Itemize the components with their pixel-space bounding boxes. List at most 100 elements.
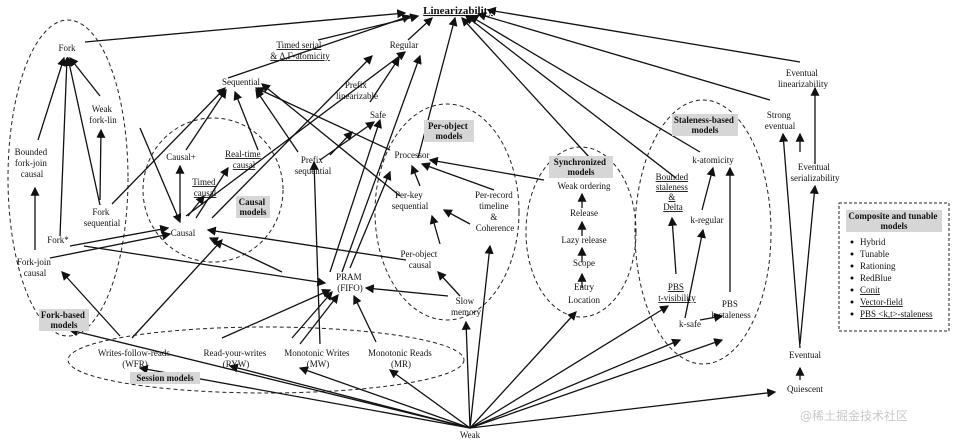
group-per-object-label: Per-object models [428,121,470,141]
node-pbs-k-staleness-line2: k-staleness [711,310,751,320]
node-wfr-line2: (WFR) [122,359,148,369]
causal-group-outline [142,117,284,263]
node-eventual-linearizability: Eventual linearizability [778,68,828,89]
group-fork-based-line2: models [51,320,78,330]
node-mr-line1: Monotonic Reads [368,348,432,358]
node-fork: Fork [58,43,76,53]
node-weak-fork-lin-line1: Weak [92,104,113,114]
legend-item: RedBlue [860,273,892,283]
session-group-outline [67,326,465,394]
group-staleness-label: Staleness-based models [674,115,736,135]
node-per-record-timeline: Per-record timeline & Coherence [475,190,515,233]
node-mr: Monotonic Reads (MR) [368,348,434,369]
node-pram-line2: (FIFO) [337,283,363,293]
node-timed-causal-line2: causal [194,188,217,198]
node-per-record-line2: timeline [479,201,509,211]
node-per-object-causal: Per-object causal [400,249,439,270]
node-bounded-fork-join: Bounded fork-join causal [15,147,50,179]
per-object-group-outline [374,103,520,321]
node-mw-line2: (MW) [307,359,330,369]
group-causal-line1: Causal [239,197,266,207]
node-fork-join-causal: Fork-join causal [17,257,53,278]
node-location: Location [568,295,600,305]
node-pbs-t-visibility-line1: PBS [668,282,684,292]
legend-title-bg [846,210,942,232]
node-safe: Safe [370,110,386,120]
group-staleness-line1: Staleness-based [674,115,734,125]
node-sequential: Sequential [222,77,260,87]
node-entry: Entry [574,282,594,292]
session-label-bg [130,372,200,384]
node-pram-line1: PRAM [336,272,362,282]
legend-bullet [850,312,854,316]
node-pram: PRAM (FIFO) [336,272,364,293]
node-per-object-causal-line2: causal [409,260,432,270]
node-bounded-staleness-line2: staleness [656,182,688,192]
node-fork-star: Fork* [47,235,69,245]
node-release: Release [570,208,598,218]
causal-label-bg [236,196,270,218]
node-eventual-lin-line1: Eventual [786,68,818,78]
legend-item: Conit [860,285,881,295]
group-staleness-line2: models [692,125,719,135]
node-real-time-causal-line2: causal [233,160,256,170]
node-ryw: Read-your-writes (RYW) [203,348,268,369]
node-causal-plus: Causal+ [166,152,196,162]
legend-bullet [850,288,854,292]
group-session-label: Session models [136,373,194,383]
group-synchronized-line2: models [568,167,595,177]
staleness-label-bg [672,114,738,136]
node-per-object-causal-line1: Per-object [400,249,437,259]
node-timed-serial: Timed serial & Δ,Γ-atomicity [270,40,330,61]
node-mw-line1: Monotonic Writes [284,348,350,358]
node-regular: Regular [390,40,419,50]
group-causal-line2: models [240,207,267,217]
node-weak: Weak [460,430,481,440]
node-lazy-release: Lazy release [561,235,606,245]
node-weak-fork-lin-line2: fork-lin [89,115,117,125]
node-bounded-staleness-line1: Bounded [656,172,689,182]
legend-item: Hybrid [860,237,886,247]
staleness-group-outline [634,99,772,365]
node-wfr-line1: Writes-follow-reads [98,348,171,358]
legend-title: Composite and tunable models [848,211,939,231]
node-processor: Processor [395,150,430,160]
edges [30,6,820,429]
node-bounded-fork-join-line3: causal [21,169,44,179]
node-fork-sequential-line2: sequential [84,218,121,228]
node-bounded-staleness-line4: Delta [663,202,683,212]
node-eventual: Eventual [789,350,821,360]
node-timed-causal-line1: Timed [192,177,216,187]
legend-title-line2: models [881,221,908,231]
node-eventual-lin-line2: linearizability [778,79,828,89]
node-eventual-ser-line2: serializability [791,173,840,183]
fork-based-label-bg [39,309,89,331]
node-per-key-sequential-line2: sequential [392,201,429,211]
node-bounded-fork-join-line1: Bounded [15,147,48,157]
node-per-key-sequential-line1: Per-key [395,190,423,200]
node-slow-memory-line2: memory [451,307,481,317]
node-real-time-causal: Real-time causal [225,149,263,170]
node-fork-sequential: Fork sequential [84,207,121,228]
node-wfr: Writes-follow-reads (WFR) [98,348,172,369]
legend-list: HybridTunableRationingRedBlueConitVector… [850,237,933,319]
group-fork-based-line1: Fork-based [41,310,85,320]
synchronized-label-bg [549,156,613,178]
legend-bullet [850,264,854,268]
legend-title-line1: Composite and tunable [848,211,937,221]
node-pbs-t-visibility-line2: t-visibility [658,293,696,303]
node-weak-fork-lin: Weak fork-lin [89,104,117,125]
group-fork-based-label: Fork-based models [41,310,87,330]
per-object-label-bg [424,120,474,142]
node-bounded-staleness-line3: & [668,192,675,202]
node-eventual-serializability: Eventual serializability [791,162,840,183]
node-per-key-sequential: Per-key sequential [392,190,429,211]
node-timed-causal: Timed causal [192,177,217,198]
group-causal-label: Causal models [239,197,268,217]
legend-bullet [850,252,854,256]
node-prefix-linearizable-line1: Prefix [345,80,367,90]
node-prefix-linearizable: Prefix linearizable [336,80,378,101]
node-slow-memory: Slow memory [451,296,481,317]
